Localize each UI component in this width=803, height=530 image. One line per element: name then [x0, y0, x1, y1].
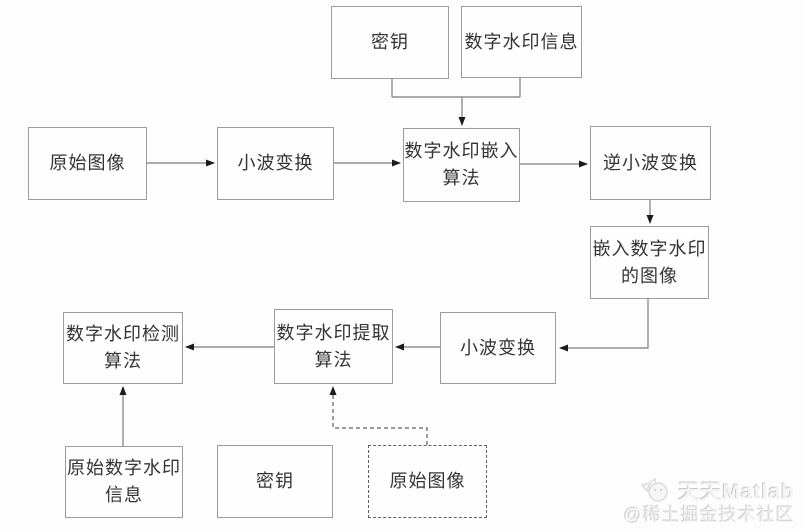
watermark-subtitle: @稀土掘金技术社区	[623, 505, 795, 526]
box-original-image-bottom: 原始图像	[368, 445, 487, 518]
box-embed-algorithm: 数字水印嵌入 算法	[403, 128, 520, 202]
connector-originalimg-to-extract	[329, 386, 428, 445]
box-original-watermark-info: 原始数字水印 信息	[65, 446, 183, 518]
watermark: 天天Matlab @稀土掘金技术社区	[624, 476, 795, 526]
box-wavelet-transform-bottom: 小波变换	[440, 312, 556, 384]
box-key-bottom: 密钥	[217, 445, 333, 518]
box-watermark-info: 数字水印信息	[461, 6, 582, 78]
box-wavelet-transform-top: 小波变换	[217, 127, 334, 200]
watermark-title: 天天Matlab	[678, 481, 795, 505]
box-embedded-image: 嵌入数字水印 的图像	[590, 226, 709, 299]
box-key-top: 密钥	[331, 6, 449, 79]
box-original-image-top: 原始图像	[28, 127, 147, 200]
box-detect-algorithm: 数字水印检测 算法	[63, 312, 183, 384]
mascot-icon	[638, 477, 672, 505]
box-extract-algorithm: 数字水印提取 算法	[274, 309, 393, 384]
connector-embedded-to-wavelet	[559, 299, 649, 352]
box-inverse-wavelet: 逆小波变换	[590, 126, 711, 200]
